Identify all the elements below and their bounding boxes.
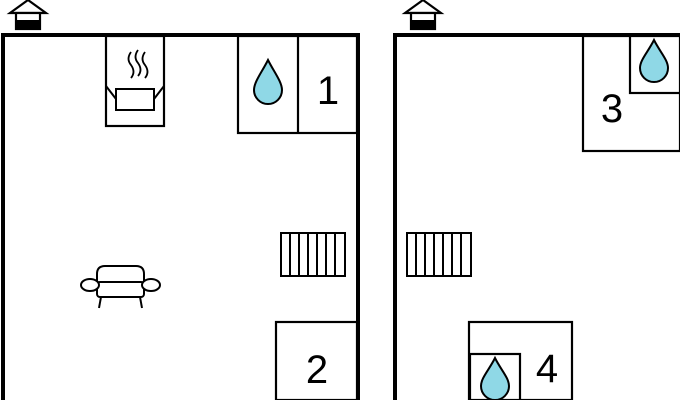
house-icon	[6, 0, 50, 31]
room-2: 2	[274, 320, 359, 400]
room-number-2: 2	[306, 348, 328, 392]
radiator-icon	[406, 232, 472, 277]
water-drop-icon	[252, 57, 284, 105]
room-number-3: 3	[601, 87, 623, 131]
room-4: 4	[467, 320, 574, 400]
sofa-icon	[80, 265, 161, 309]
water-drop-icon	[638, 37, 670, 83]
room-3: 3	[581, 34, 680, 153]
room-1: 1	[236, 34, 359, 135]
room-number-4: 4	[536, 347, 558, 391]
room-number-1: 1	[317, 69, 339, 113]
radiator-icon	[280, 232, 346, 277]
house-icon	[401, 0, 445, 31]
stove-icon	[104, 34, 166, 128]
floor-left-walls	[1, 33, 360, 400]
floor-right: 3 4	[393, 0, 680, 400]
floor-left: 1 2	[1, 0, 360, 400]
